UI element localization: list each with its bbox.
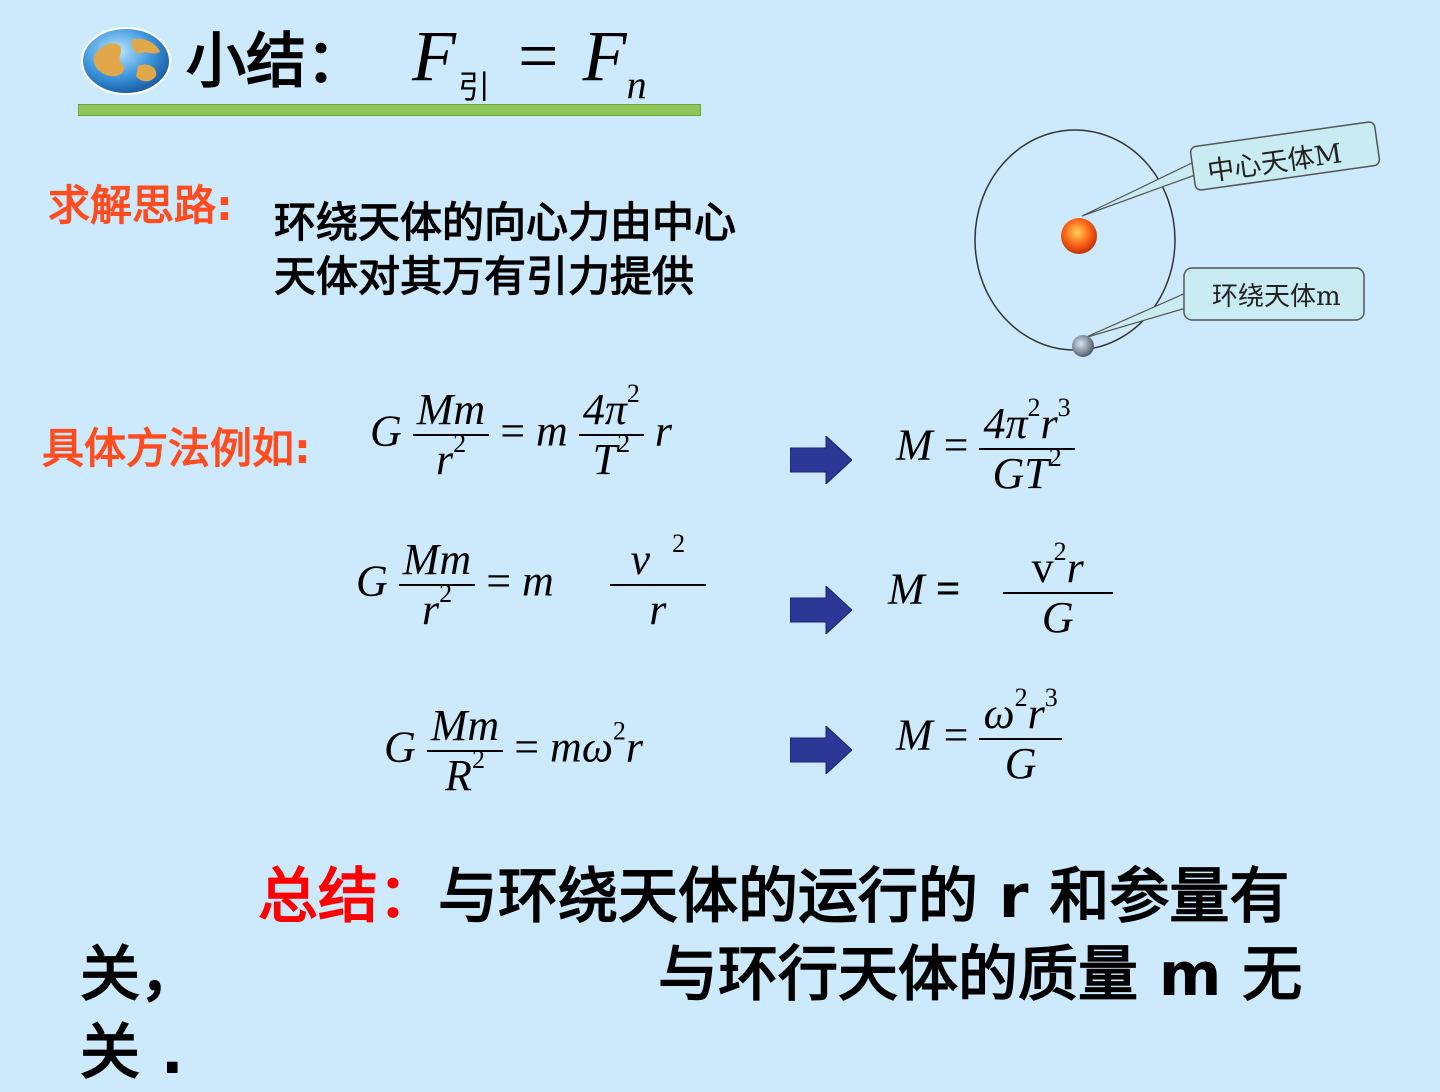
eq2-result-num-b: r [1066, 543, 1084, 592]
eq2-m: m [522, 556, 554, 606]
eq2-frac2-num-sup: 2 [672, 529, 686, 558]
formula-lhs: F [412, 16, 456, 96]
eq1-m: m [536, 406, 568, 456]
eq1-result-equals: = [943, 420, 969, 470]
eq1-fraction-2: 4π2 T2 [578, 381, 644, 485]
eq1-frac1-num: Mm [416, 385, 486, 434]
equation-3-left: G Mm R2 = mω2r [384, 701, 644, 801]
eq1-frac1-den: r [435, 435, 454, 485]
arrow-right-icon [790, 436, 852, 484]
eq1-r: r [654, 406, 672, 456]
eq2-frac2-den: r [649, 585, 667, 635]
eq1-equals: = [500, 406, 526, 456]
summary-line-2: 关， 与环行天体的质量 m 无 [80, 936, 1380, 1014]
summary-line-3: 关 . [80, 1018, 184, 1088]
eq3-rhs-b: r [625, 722, 644, 772]
eq3-result-fraction: ω2r3 G [979, 685, 1062, 789]
eq2-result-equals: = [935, 564, 961, 614]
eq2-G: G [356, 556, 388, 606]
page-title: 小结： [186, 27, 366, 97]
eq1-frac2-den: T [592, 435, 618, 485]
eq3-result-den: G [1004, 739, 1037, 789]
eq3-frac1-den: R [445, 751, 472, 801]
summary-text-2b: 与环行天体的质量 m 无 [658, 940, 1303, 1010]
eq3-result-M: M [896, 710, 933, 760]
eq2-equals: = [486, 556, 512, 606]
equation-1-result: M = 4π2r3 GT2 [896, 395, 1075, 499]
eq1-result-M: M [896, 420, 933, 470]
eq1-frac2-den-sup: 2 [617, 429, 631, 459]
approach-text: 环绕天体的向心力由中心 天体对其万有引力提供 [274, 196, 834, 304]
eq2-frac1-num: Mm [402, 535, 472, 584]
eq1-result-fraction: 4π2r3 GT2 [979, 395, 1075, 499]
eq1-result-den-sup: 2 [1048, 443, 1062, 473]
eq3-result-num-b: r [1027, 689, 1045, 738]
formula-lhs-subscript: 引 [457, 68, 490, 106]
central-callout: 中心天体M [1081, 121, 1381, 217]
eq3-equals: = [514, 722, 540, 772]
eq1-result-num-b-sup: 3 [1057, 393, 1071, 422]
eq2-frac1-den: r [421, 585, 440, 635]
approach-text-line1: 环绕天体的向心力由中心 [274, 198, 737, 247]
eq3-frac1-num: Mm [430, 701, 500, 750]
formula-equals: = [518, 16, 559, 96]
globe-icon [81, 27, 171, 95]
eq3-frac1-den-sup: 2 [471, 745, 485, 775]
eq2-fraction-1: Mm r2 [398, 535, 476, 635]
eq1-result-num-b: r [1040, 399, 1058, 448]
eq1-result-num-a-sup: 2 [1027, 393, 1041, 422]
equation-2-left: G Mm r2 = m v 2 r [356, 531, 706, 635]
arrow-right-icon [790, 726, 852, 774]
eq1-frac2-num: 4π [582, 385, 627, 434]
eq2-result-fraction: v2r G [1002, 539, 1113, 643]
eq3-result-num-a-sup: 2 [1014, 683, 1028, 712]
eq1-result-num-a: 4π [983, 399, 1028, 448]
methods-label: 具体方法例如: [42, 424, 311, 473]
central-body-sun [1061, 218, 1097, 254]
formula-rhs: F [582, 16, 627, 96]
summary-text-2a: 关， [80, 940, 200, 1010]
summary-block: 总结：与环绕天体的运行的 r 和参量有 关， 与环行天体的质量 m 无 关 . [80, 858, 1380, 1092]
eq3-G: G [384, 722, 416, 772]
orbit-diagram: 中心天体M 环绕天体m [974, 121, 1381, 357]
eq1-fraction-1: Mm r2 [412, 385, 490, 485]
eq3-rhs-a: mω [550, 722, 613, 772]
summary-text-1: 与环绕天体的运行的 r 和参量有 [438, 862, 1290, 932]
eq3-result-num-a: ω [983, 689, 1015, 738]
equation-1-left: G Mm r2 = m 4π2 T2 r [370, 381, 672, 485]
eq3-result-equals: = [943, 710, 969, 760]
approach-label: 求解思路: [48, 181, 233, 230]
summary-label: 总结： [258, 862, 438, 932]
orbiting-body-label: 环绕天体m [1212, 282, 1341, 312]
equation-3-result: M = ω2r3 G [896, 685, 1062, 789]
arrow-right-icon [790, 586, 852, 634]
eq2-result-M: M [888, 564, 925, 614]
approach-text-line2: 天体对其万有引力提供 [274, 252, 695, 301]
eq2-result-num-a-sup: 2 [1053, 537, 1067, 566]
summary-line-1: 总结：与环绕天体的运行的 r 和参量有 [80, 858, 1380, 936]
eq3-fraction-1: Mm R2 [426, 701, 504, 801]
eq2-result-den: G [1041, 593, 1074, 643]
eq2-result-num-a: v [1031, 543, 1054, 592]
equation-2-result: M = v2r G [888, 539, 1113, 643]
eq2-frac2-num: v [630, 535, 651, 584]
eq2-fraction-2: v 2 r [609, 531, 706, 635]
title-underline [78, 104, 701, 116]
orbiting-body-earth [1072, 335, 1094, 357]
eq2-frac1-den-sup: 2 [439, 579, 453, 609]
title-formula: F引=Fn [412, 6, 647, 107]
eq1-frac2-num-sup: 2 [626, 379, 640, 408]
eq3-rhs-a-sup: 2 [612, 716, 626, 746]
eq1-result-den: GT [992, 449, 1049, 499]
eq3-result-num-b-sup: 3 [1044, 683, 1058, 712]
eq1-frac1-den-sup: 2 [453, 429, 467, 459]
eq1-G: G [370, 406, 402, 456]
formula-rhs-subscript: n [626, 62, 647, 107]
orbiting-callout: 环绕天体m [1083, 267, 1365, 339]
